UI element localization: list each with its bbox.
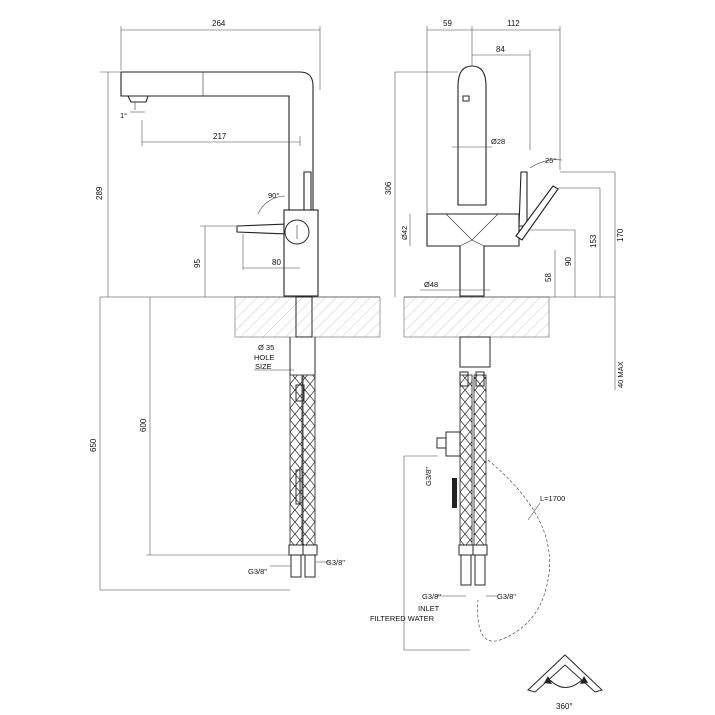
label-size: SIZE: [255, 362, 272, 371]
dim-hose-len: L=1700: [540, 494, 565, 503]
dim-body-offset: 80: [272, 258, 281, 267]
dim-height-total: 306: [384, 181, 393, 195]
conn-bottom-left: G3/8": [422, 592, 441, 601]
dim-hose-length: 600: [139, 418, 148, 432]
dim-tilt: 1°: [120, 111, 127, 120]
rotation-label: 360°: [556, 702, 573, 711]
spout: [120, 71, 314, 211]
conn-side: G3/8": [424, 467, 433, 486]
label-hole: HOLE: [254, 353, 274, 362]
dim-body-height: 95: [193, 259, 202, 268]
dim-spout-dia: Ø28: [491, 137, 505, 146]
dim-width-total: 264: [212, 19, 226, 28]
dim-top-a: 59: [443, 19, 452, 28]
dim-body-dia: Ø42: [400, 226, 409, 240]
dim-reach: 217: [213, 132, 227, 141]
dim-below-total: 650: [89, 438, 98, 452]
countertop-section: [234, 296, 381, 338]
conn-left: G3/8": [248, 567, 267, 576]
dim-height-total: 289: [95, 186, 104, 200]
dim-max-thickness: 40 MAX: [616, 361, 625, 388]
lever: [303, 171, 312, 217]
dim-h90: 90: [564, 257, 573, 266]
dim-h58: 58: [544, 273, 553, 282]
dim-lever-angle: 90°: [268, 191, 279, 200]
dim-top-c: 84: [496, 45, 505, 54]
dim-h170: 170: [616, 228, 625, 242]
dim-h153: 153: [589, 234, 598, 248]
dim-base-dia: Ø48: [424, 280, 438, 289]
tap-body: [283, 209, 319, 297]
dim-hole: Ø 35: [258, 343, 274, 352]
lever: [518, 171, 528, 227]
side-view: 264 217 1° 289 90° 95 80 650 600 Ø 35 HO…: [89, 19, 381, 591]
rotation-icon: [527, 654, 603, 693]
front-view: 59 112 84 Ø28 25° 306 Ø42 170 153 90 58 …: [370, 19, 625, 711]
dim-lever-angle: 25°: [545, 156, 556, 165]
hose-right: [473, 374, 487, 546]
conn-right: G3/8": [326, 558, 345, 567]
hose-right: [302, 374, 316, 546]
label-inlet: INLET: [418, 604, 440, 613]
countertop-section: [403, 296, 550, 338]
dim-top-b: 112: [507, 19, 520, 28]
label-filtered-water: FILTERED WATER: [370, 614, 435, 623]
conn-bottom-right: G3/8": [497, 592, 516, 601]
pull-out-hose: [477, 459, 551, 642]
tap-body: [426, 213, 520, 297]
spout-column: [457, 65, 487, 206]
hose-left: [459, 374, 473, 546]
